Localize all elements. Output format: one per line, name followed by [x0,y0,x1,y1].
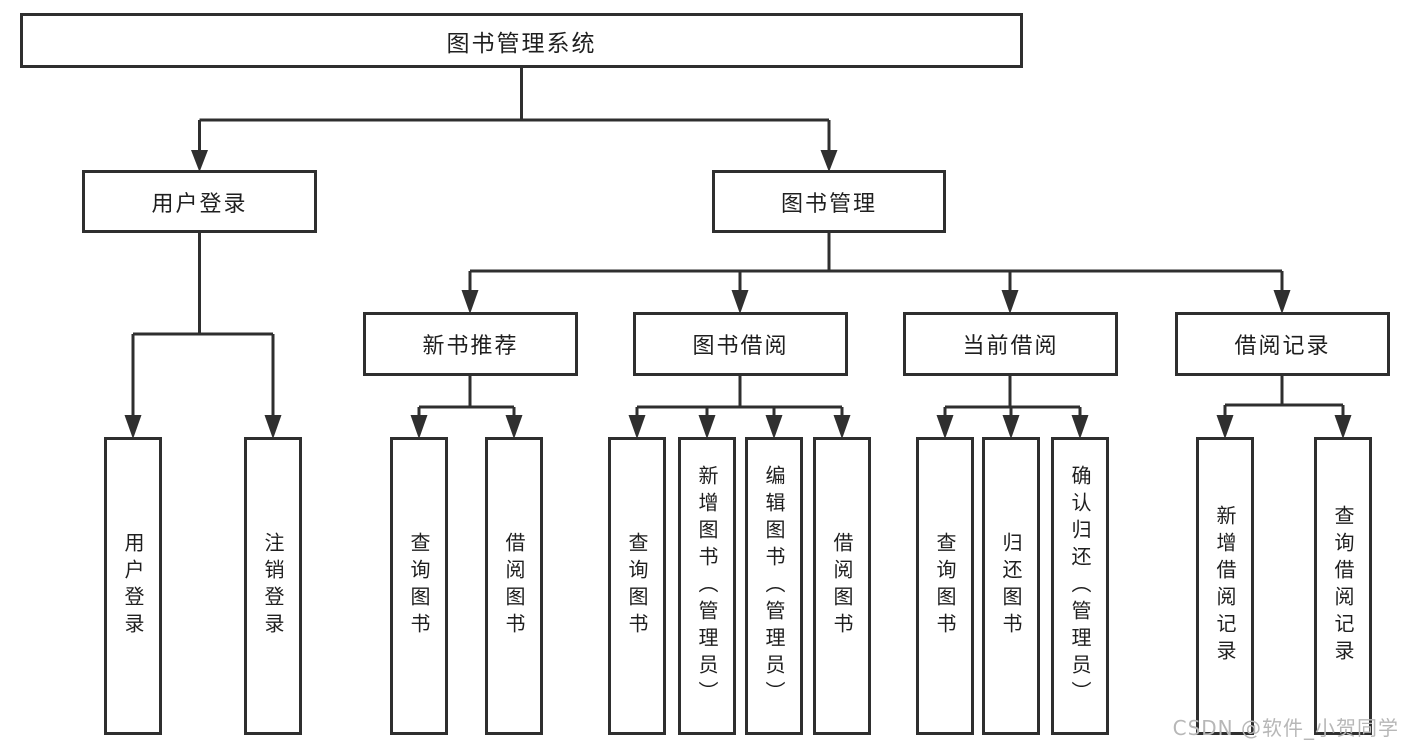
node-borrow-records: 借阅记录 [1175,312,1390,376]
node-query-books-1: 查询图书 [390,437,448,735]
node-query-borrow-record: 查询借阅记录 [1314,437,1372,735]
node-query-books-2: 查询图书 [608,437,666,735]
node-new-book-recommend: 新书推荐 [363,312,578,376]
node-root: 图书管理系统 [20,13,1023,68]
node-borrow-books-1: 借阅图书 [485,437,543,735]
node-book-management: 图书管理 [712,170,946,233]
node-add-borrow-record: 新增借阅记录 [1196,437,1254,735]
node-confirm-return-admin: 确认归还（管理员） [1051,437,1109,735]
node-borrow-books-2: 借阅图书 [813,437,871,735]
watermark: CSDN @软件_小贺同学 [1172,716,1399,740]
node-book-borrow: 图书借阅 [633,312,848,376]
node-user-login-action: 用户登录 [104,437,162,735]
node-user-login: 用户登录 [82,170,317,233]
node-query-books-3: 查询图书 [916,437,974,735]
node-return-books: 归还图书 [982,437,1040,735]
node-current-borrow: 当前借阅 [903,312,1118,376]
node-logout: 注销登录 [244,437,302,735]
node-add-book-admin: 新增图书（管理员） [678,437,736,735]
node-edit-book-admin: 编辑图书（管理员） [745,437,803,735]
